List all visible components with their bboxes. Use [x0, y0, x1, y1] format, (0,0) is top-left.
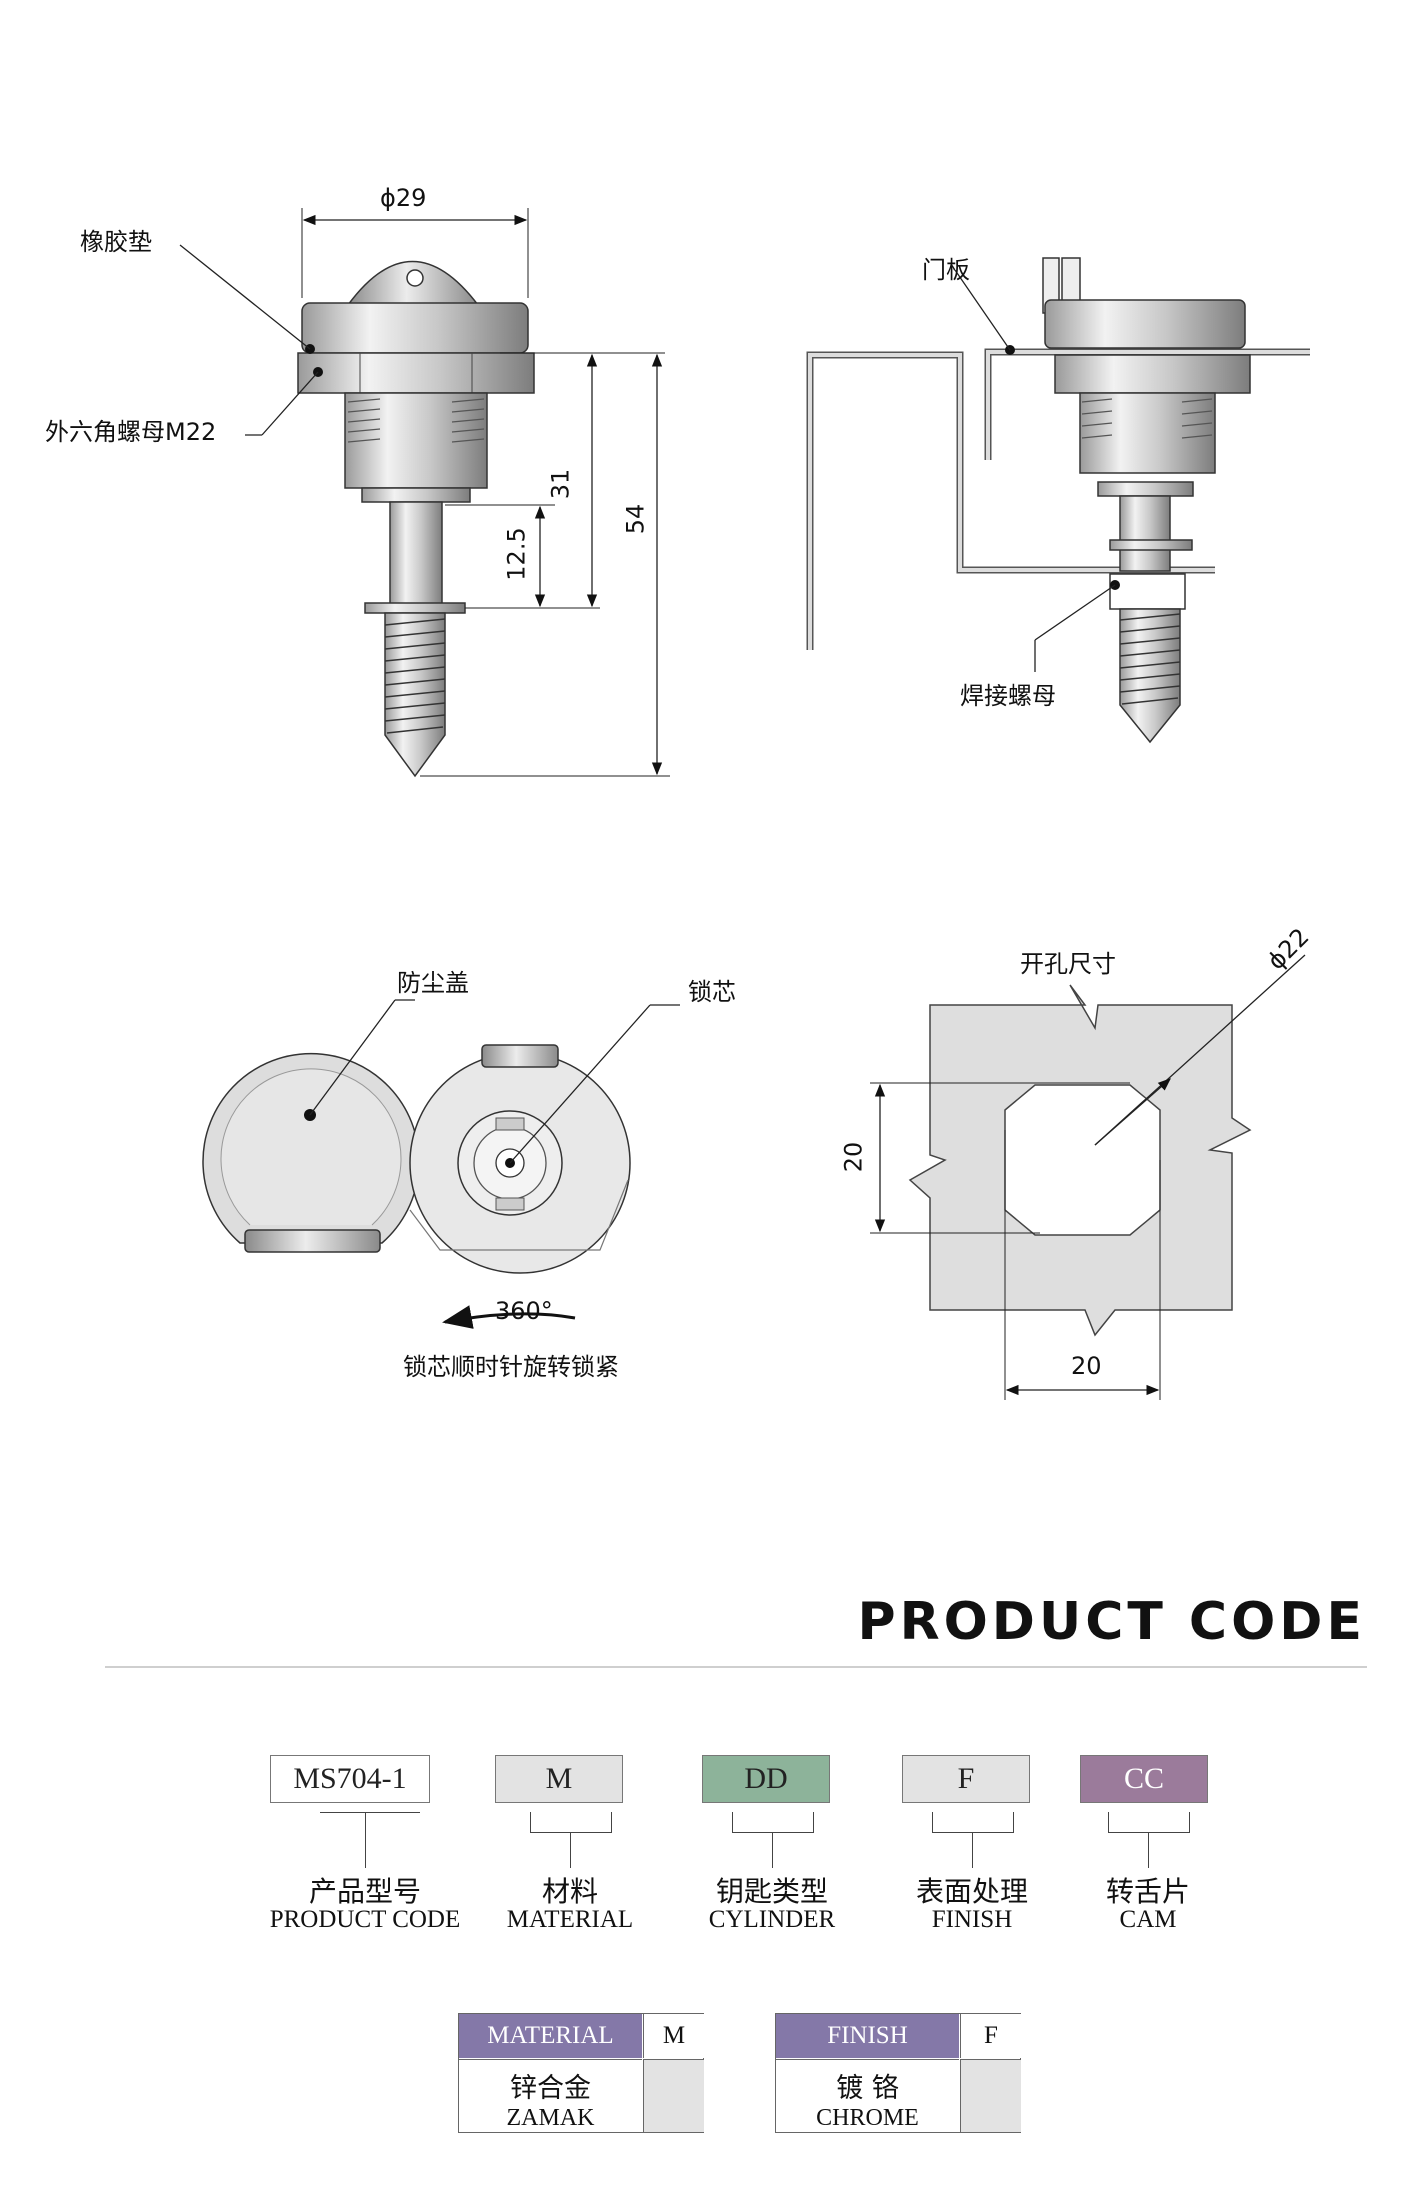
code-caption-en: FINISH: [931, 1906, 1013, 1933]
cutout-view: [870, 954, 1306, 1400]
technical-drawing: [179, 208, 1310, 1400]
label-rubber-gasket: 橡胶垫: [80, 228, 152, 256]
code-caption-en: CYLINDER: [708, 1906, 836, 1933]
product-code-divider: [105, 1666, 1367, 1668]
label-hex-nut: 外六角螺母M22: [45, 418, 217, 446]
code-box-3: DD: [702, 1755, 830, 1803]
material-value-cn: 锌合金: [510, 2073, 591, 2104]
label-cutout-size: 开孔尺寸: [1020, 950, 1116, 978]
material-table-header: MATERIAL: [459, 2014, 642, 2058]
material-table-code-cell: [643, 2059, 704, 2132]
code-caption-en: MATERIAL: [506, 1906, 634, 1933]
lock-front-view: [179, 208, 670, 778]
code-connector: [1148, 1832, 1149, 1868]
dust-cover-view: [202, 999, 420, 1253]
code-bracket: [1108, 1812, 1190, 1833]
code-caption-cn: 钥匙类型: [715, 1875, 828, 1908]
dim-cutout-width: 20: [1071, 1352, 1102, 1380]
label-dust-cover: 防尘盖: [397, 969, 469, 997]
code-connector: [972, 1832, 973, 1868]
label-weld-nut: 焊接螺母: [960, 682, 1056, 710]
code-connector: [365, 1812, 366, 1868]
material-table-code: M: [643, 2014, 704, 2058]
code-box-2: M: [495, 1755, 623, 1803]
product-code-title: PRODUCT CODE: [857, 1592, 1366, 1652]
dim-height-54: 54: [621, 503, 650, 535]
finish-option-table: FINISH F 镀 铬 CHROME: [775, 2013, 1021, 2133]
lock-installed-view: [806, 257, 1310, 744]
code-box-5: CC: [1080, 1755, 1208, 1803]
code-connector: [772, 1832, 773, 1868]
dim-cutout-height: 20: [839, 1141, 868, 1173]
finish-table-code: F: [960, 2014, 1021, 2058]
label-rotation-note: 锁芯顺时针旋转锁紧: [403, 1353, 619, 1381]
code-caption-cn: 转舌片: [1105, 1875, 1190, 1908]
finish-value-cn: 镀 铬: [836, 2073, 899, 2104]
dim-diameter-29: ϕ29: [380, 184, 427, 212]
code-caption-cn: 材料: [541, 1875, 598, 1908]
dim-height-31: 31: [546, 468, 575, 500]
material-table-value: 锌合金 ZAMAK: [459, 2059, 642, 2132]
dim-height-12-5: 12.5: [502, 527, 531, 581]
code-caption-en: CAM: [1119, 1906, 1177, 1933]
code-connector: [570, 1832, 571, 1868]
code-bracket: [932, 1812, 1014, 1833]
code-bracket: [732, 1812, 814, 1833]
label-door-panel: 门板: [922, 256, 970, 284]
code-box-4: F: [902, 1755, 1030, 1803]
material-option-table: MATERIAL M 锌合金 ZAMAK: [458, 2013, 704, 2133]
material-value-en: ZAMAK: [506, 2105, 595, 2131]
code-bracket: [530, 1812, 612, 1833]
finish-table-header: FINISH: [776, 2014, 959, 2058]
code-box-1: MS704-1: [270, 1755, 430, 1803]
code-caption-cn: 表面处理: [915, 1875, 1028, 1908]
lock-core-view: [409, 1004, 680, 1329]
code-bracket: [320, 1812, 420, 1813]
code-caption-en: PRODUCT CODE: [269, 1906, 461, 1933]
code-caption-cn: 产品型号: [308, 1875, 421, 1908]
finish-table-code-cell: [960, 2059, 1021, 2132]
finish-table-value: 镀 铬 CHROME: [776, 2059, 959, 2132]
label-lock-core: 锁芯: [688, 978, 736, 1006]
dim-rotation-360: 360°: [495, 1297, 553, 1325]
finish-value-en: CHROME: [816, 2105, 919, 2131]
